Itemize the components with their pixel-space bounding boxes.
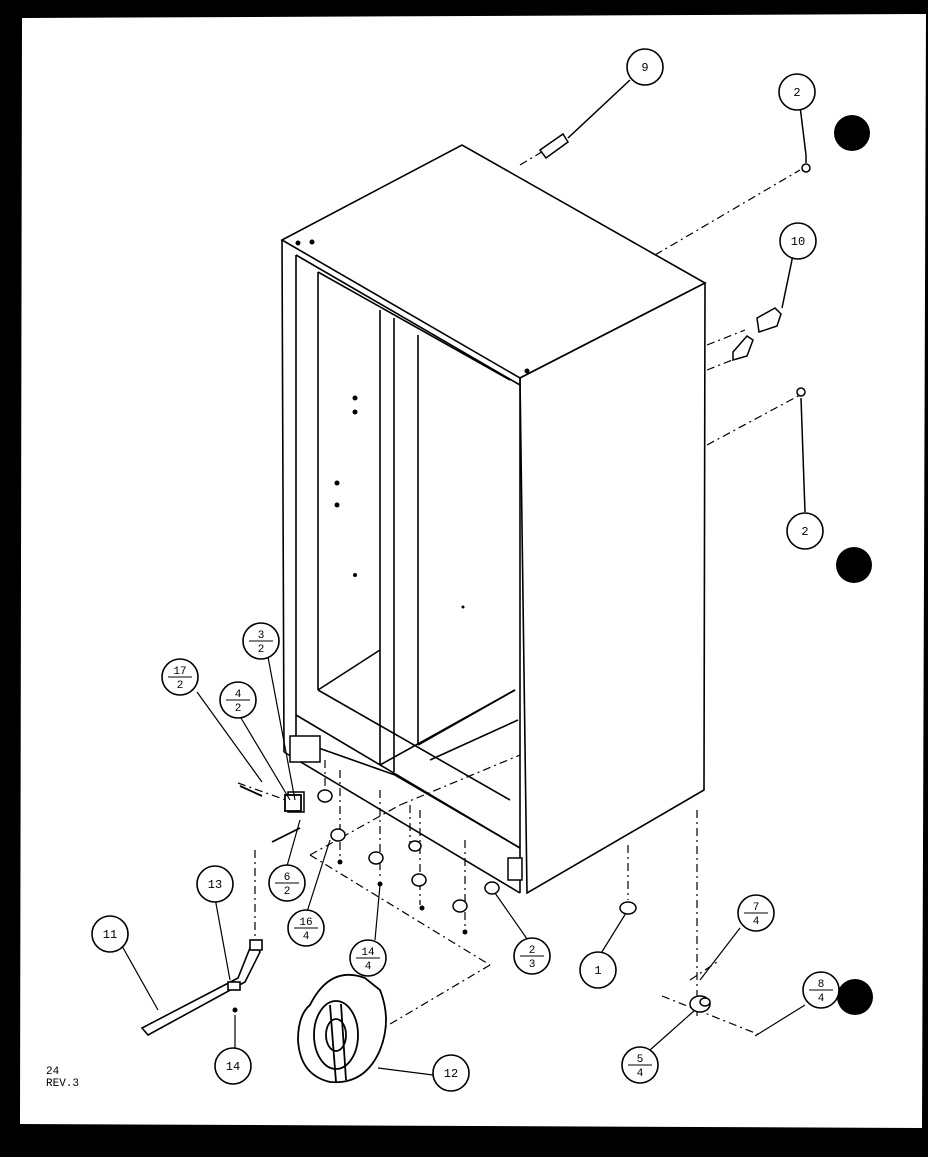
part-2-side-screw: [796, 387, 806, 513]
callout-2-top: 2: [793, 86, 800, 100]
callout-16-4-top: 16: [299, 917, 312, 929]
callout-6-2-bottom: 2: [284, 886, 291, 898]
callout-7-4-bottom: 4: [753, 916, 760, 928]
callout-2-3-bottom: 3: [529, 959, 536, 971]
callout-12: 12: [444, 1067, 458, 1081]
callout-1: 1: [594, 964, 601, 978]
part-9-sensor: [538, 79, 631, 160]
callout-7-4-top: 7: [753, 902, 760, 914]
callout-4-2-bottom: 2: [235, 703, 242, 715]
part-10-hinges: [732, 254, 794, 361]
callout-5-4-top: 5: [637, 1054, 644, 1066]
callout-16-4-bottom: 4: [303, 931, 310, 943]
cabinet-body: [280, 144, 707, 895]
callout-4-2-top: 4: [235, 689, 242, 701]
callout-5-4-bottom: 4: [637, 1068, 644, 1080]
part-11-fill-tube: [140, 939, 263, 1037]
page-number: 24: [46, 1066, 60, 1078]
callout-14: 14: [226, 1060, 240, 1074]
callout-14-4-bottom: 4: [365, 961, 372, 973]
callout-10: 10: [791, 235, 805, 249]
punch-hole: [836, 547, 872, 583]
cabinet-holes: [295, 239, 530, 609]
leveler-feet: [317, 789, 637, 915]
callout-6-2-top: 6: [284, 872, 291, 884]
punch-hole: [834, 115, 870, 151]
callout-11: 11: [103, 928, 117, 942]
callout-2-3-top: 2: [529, 945, 536, 957]
dashed-leaders: [237, 149, 801, 1036]
callout-3-2-top: 3: [258, 630, 265, 642]
callout-labels: 9 2 10 2 1 13 11 14 12 3 2 17 2 4 2 6 2 …: [103, 61, 825, 1081]
part-12-coil-roll: [297, 973, 387, 1084]
callout-leaders: [121, 656, 806, 1076]
revision-label: REV.3: [46, 1078, 80, 1090]
callout-17-2-top: 17: [173, 666, 186, 678]
callout-8-4-top: 8: [818, 979, 825, 991]
callout-8-4-bottom: 4: [818, 993, 825, 1005]
callout-13: 13: [208, 878, 222, 892]
part-5-connector: [689, 995, 711, 1013]
punch-hole: [837, 979, 873, 1015]
fraction-bars: [168, 640, 833, 1066]
callout-17-2-bottom: 2: [177, 680, 184, 692]
callout-3-2-bottom: 2: [258, 644, 265, 656]
callout-9: 9: [641, 61, 648, 75]
callout-2-side: 2: [801, 525, 808, 539]
callout-14-4-top: 14: [361, 947, 375, 959]
part-2-top-screw: [799, 105, 811, 173]
screws-small: [232, 859, 468, 1013]
